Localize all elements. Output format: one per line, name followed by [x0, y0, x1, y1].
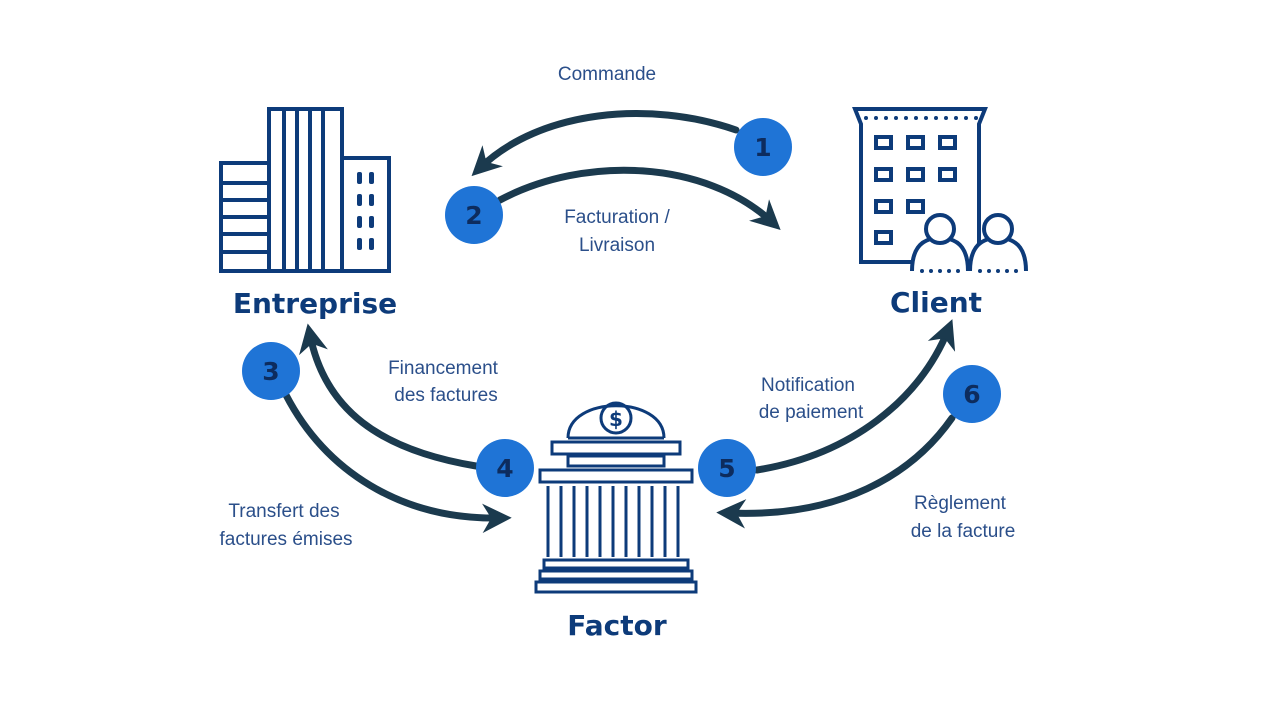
svg-text:$: $ — [609, 407, 623, 431]
arrow-financement — [299, 323, 480, 470]
step-label-6-line-1: Règlement — [914, 493, 1007, 514]
step-number-6: 6 — [963, 380, 980, 409]
step-label-6-line-2: de la facture — [911, 521, 1016, 542]
step-label-2-line-2: Livraison — [579, 235, 655, 256]
step-number-3: 3 — [262, 357, 279, 386]
step-label-4-line-1: Financement — [388, 358, 499, 379]
arrow-reglement — [716, 414, 956, 529]
step-badge-6: 6 — [943, 365, 1001, 423]
step-badge-2: 2 — [445, 186, 503, 244]
step-badge-3: 3 — [242, 342, 300, 400]
arrow-facturation — [496, 166, 781, 230]
step-label-4-line-2: des factures — [394, 385, 498, 406]
step-badge-4: 4 — [476, 439, 534, 497]
step-badge-5: 5 — [698, 439, 756, 497]
step-label-5-line-2: de paiement — [759, 402, 864, 423]
node-label-factor: Factor — [567, 609, 667, 642]
step-number-2: 2 — [465, 201, 482, 230]
step-label-2-line-1: Facturation / — [564, 207, 670, 228]
office-buildings-icon — [219, 107, 391, 273]
arrow-commande — [471, 110, 740, 177]
step-label-5-line-1: Notification — [761, 375, 855, 396]
step-label-1-line-1: Commande — [558, 64, 656, 85]
bank-dollar-icon: $ — [534, 401, 698, 594]
step-number-5: 5 — [718, 454, 735, 483]
step-label-3-line-1: Transfert des — [228, 501, 339, 522]
step-number-4: 4 — [496, 454, 513, 483]
node-label-entreprise: Entreprise — [233, 287, 397, 320]
step-number-1: 1 — [754, 133, 771, 162]
node-label-client: Client — [890, 286, 982, 319]
flow-arrows — [282, 110, 956, 534]
arrow-notification — [753, 319, 956, 474]
step-badge-1: 1 — [734, 118, 792, 176]
client-building-people-icon — [852, 107, 1028, 273]
arrow-transfert — [282, 391, 512, 534]
step-label-3-line-2: factures émises — [219, 529, 352, 550]
